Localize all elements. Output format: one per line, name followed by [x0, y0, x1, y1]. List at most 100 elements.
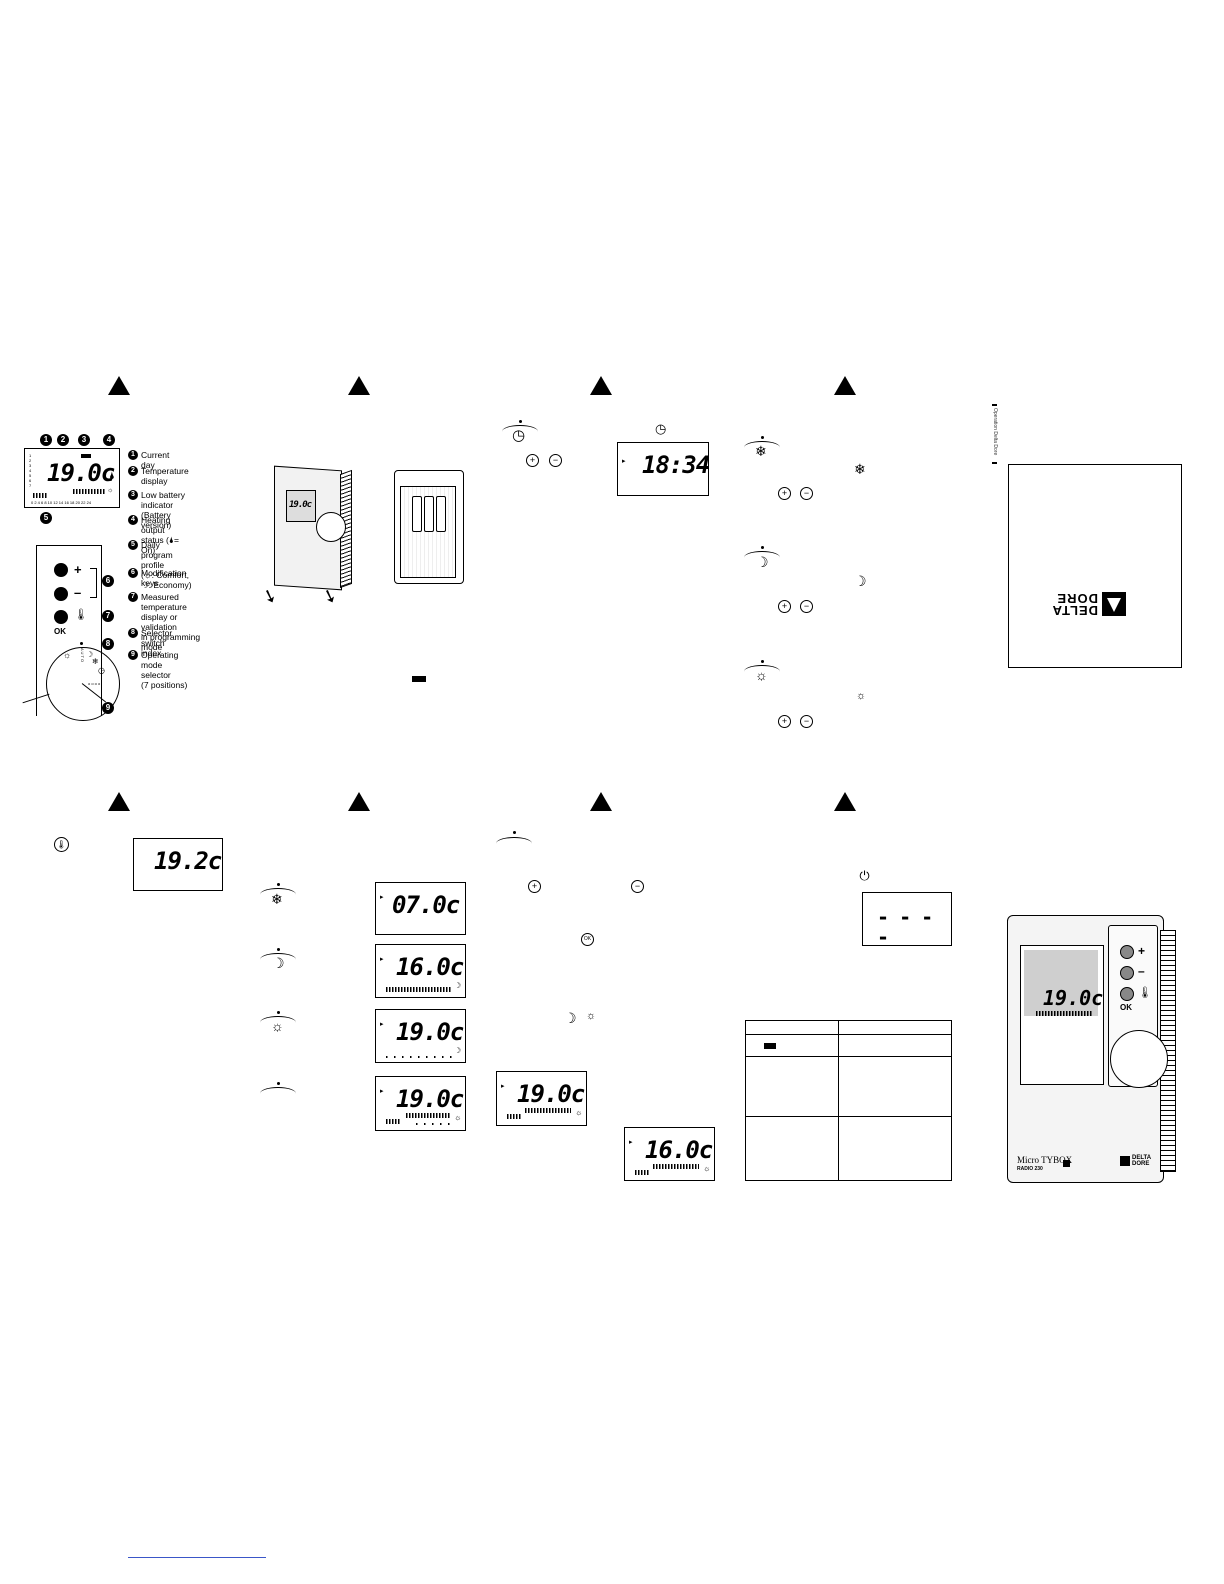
product-brand: DELTA DORE [1132, 1155, 1151, 1167]
battery-3 [436, 496, 446, 532]
sun-icon: ☼ [454, 1113, 462, 1122]
cover-tick-top [992, 404, 997, 406]
battery-icon [764, 1042, 776, 1049]
snowflake-icon: ❄ [92, 657, 99, 666]
override-display-a: ▸ 19.0c ☼ [496, 1071, 587, 1126]
ok-key [54, 610, 68, 624]
selector-arc [260, 1087, 296, 1100]
product-plus-label: + [1138, 944, 1146, 958]
plus-button-icon: + [778, 600, 791, 613]
selector-arc [260, 888, 296, 901]
callout-8: 8 [102, 638, 114, 650]
product-logo-mark-icon [1120, 1156, 1130, 1166]
clock-icon: ◷ [512, 427, 526, 444]
cover-frame [1008, 464, 1182, 668]
ok-key-label: OK [54, 627, 66, 636]
sun-icon: ☼ [586, 1010, 597, 1022]
sun-icon: ☼ [575, 1108, 583, 1117]
selector-arc [260, 1016, 296, 1029]
low-battery-icon [81, 454, 91, 458]
section-marker-8 [834, 792, 856, 811]
device-small-dial [316, 512, 346, 542]
selector-arc [502, 425, 538, 438]
section-marker-4 [834, 376, 856, 395]
selector-index-dot [80, 642, 83, 645]
comfort-display: ▸ 19.0c ☽ [375, 1009, 466, 1063]
product-lcd-bars [1036, 1011, 1092, 1016]
table-row [745, 1056, 952, 1117]
device-small-lcd: 19.0c [286, 490, 316, 522]
minus-key [54, 587, 68, 601]
thermometer-icon: 🌡 [1138, 987, 1152, 999]
section-marker-6 [348, 792, 370, 811]
section-marker-2 [348, 376, 370, 395]
product-name: Micro TYBOX [1017, 1155, 1073, 1165]
plus-key-label: + [74, 562, 82, 577]
selector-index-dot [519, 420, 522, 423]
section-marker-1 [108, 376, 130, 395]
product-minus-button[interactable] [1120, 966, 1134, 980]
economy-display: ▸ 16.0c ☽ [375, 944, 466, 998]
plus-button-icon: + [778, 715, 791, 728]
profile-bars [33, 493, 47, 498]
release-arrow-left: ➘ [259, 584, 281, 609]
comfort-icon: ☼ [107, 487, 114, 494]
lcd-hours: 0 2 4 6 8 10 12 14 16 18 20 22 24 [31, 500, 92, 505]
minus-button-icon: − [800, 487, 813, 500]
clock-icon: ◷ [98, 666, 105, 675]
product-lcd-window [1024, 950, 1098, 1016]
sun-icon: ☼ [703, 1164, 711, 1173]
table-row [745, 1116, 952, 1181]
selector-index-dot [761, 660, 764, 663]
callout-5: 5 [40, 512, 52, 524]
thermometer-icon: 🌡 [74, 609, 88, 621]
ok-button-icon: OK [581, 933, 594, 946]
callout-7: 7 [102, 610, 114, 622]
troubleshooting-table [745, 1020, 952, 1181]
override-display-b: ▸ 16.0c ☼ [624, 1127, 715, 1181]
moon-icon: ☽ [854, 573, 867, 589]
selector-index-dot [277, 1011, 280, 1014]
selector-index-dot [761, 546, 764, 549]
selector-arc [744, 551, 780, 564]
day-pointer: ▸ [622, 458, 626, 465]
snowflake-icon: ❄ [271, 891, 283, 907]
delta-dore-logo: DELTA DORE [1048, 591, 1126, 618]
product-plus-button[interactable] [1120, 945, 1134, 959]
sun-icon: ☼ [63, 650, 72, 660]
moon-icon: ☽ [564, 1010, 577, 1026]
selector-auto: A U T O [80, 648, 85, 663]
moon-icon: ☽ [756, 554, 769, 570]
product-ok-button[interactable] [1120, 987, 1134, 1001]
selector-arc [496, 837, 532, 850]
minus-key-label: – [74, 585, 82, 600]
callout-1: 1 [40, 434, 52, 446]
product-model: RADIO 230 [1017, 1166, 1043, 1172]
battery-1 [412, 496, 422, 532]
moon-icon: ☽ [86, 650, 94, 659]
product-selector-dial[interactable] [1110, 1030, 1168, 1088]
auto-display: ▸ 19.0c ☼ [375, 1076, 466, 1131]
selector-dots: o o o o [88, 681, 101, 686]
section-marker-7 [590, 792, 612, 811]
selector-arc [744, 441, 780, 454]
callout-3: 3 [78, 434, 90, 446]
product-minus-label: – [1138, 964, 1145, 978]
cover-tick-bottom [992, 462, 997, 464]
minus-button-icon: − [800, 600, 813, 613]
selector-index-dot [277, 1082, 280, 1085]
selector-index-dot [513, 831, 516, 834]
clock-icon: ◷ [655, 421, 667, 436]
thermometer-icon: 🌡 [54, 837, 69, 852]
selector-dial [46, 647, 120, 721]
